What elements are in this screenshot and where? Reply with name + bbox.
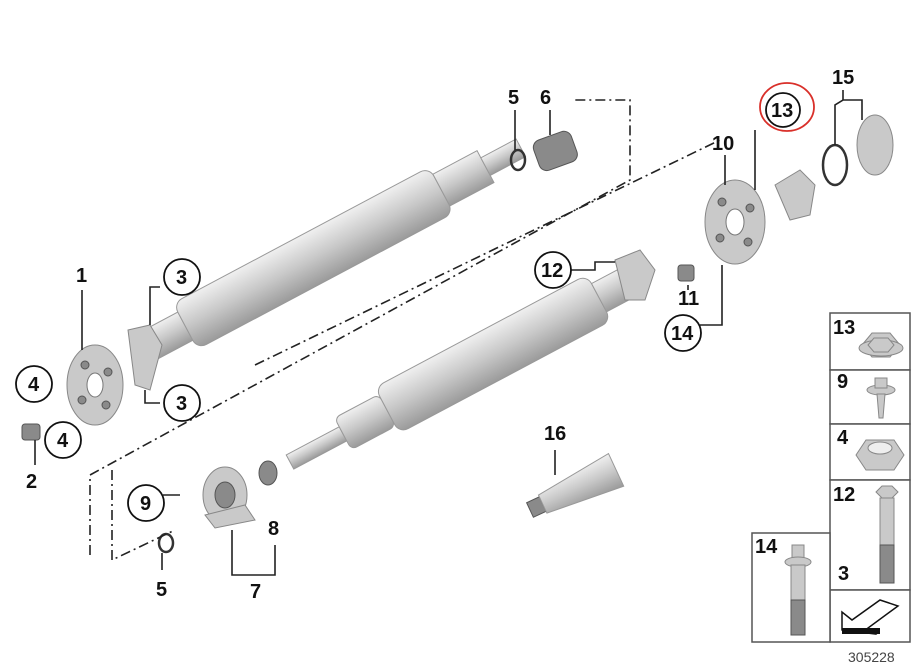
- flex-disc-rear: [704, 179, 766, 265]
- rear-drive-shaft: [285, 264, 643, 470]
- label-5b: 5: [156, 579, 167, 601]
- centering-sleeve: [21, 423, 41, 441]
- assembly-line-rear: [254, 139, 721, 366]
- output-flange: [856, 114, 894, 176]
- leader-3b: [144, 390, 160, 404]
- legend-label-3: 3: [838, 563, 849, 585]
- svg-text:9: 9: [140, 493, 151, 515]
- label-8: 8: [268, 518, 279, 540]
- assembly-line-bearing: [111, 470, 176, 562]
- label-1: 1: [76, 265, 87, 287]
- svg-text:3: 3: [176, 267, 187, 289]
- svg-text:13: 13: [771, 100, 793, 122]
- callout-3b: 3: [163, 384, 201, 422]
- callout-3a: 3: [163, 258, 201, 296]
- svg-text:14: 14: [671, 323, 694, 345]
- callout-13-highlighted: 13: [759, 82, 815, 132]
- leader-12: [570, 261, 615, 271]
- label-16: 16: [544, 423, 566, 445]
- front-flange: [127, 324, 163, 391]
- label-10: 10: [712, 133, 734, 155]
- centering-sleeve-rear: [677, 264, 695, 282]
- front-drive-shaft: [141, 138, 527, 360]
- assembly-line-front: [89, 99, 631, 555]
- leader-7: [231, 530, 276, 576]
- leader-15: [834, 90, 863, 145]
- legend-label-13: 13: [833, 317, 855, 339]
- label-6: 6: [540, 87, 551, 109]
- svg-text:3: 3: [176, 393, 187, 415]
- legend-label-14: 14: [755, 536, 778, 558]
- label-7: 7: [250, 581, 261, 603]
- label-11: 11: [678, 288, 699, 310]
- label-5: 5: [508, 87, 519, 109]
- grooved-ball-bearing: [258, 460, 278, 486]
- callout-12: 12: [534, 251, 572, 289]
- callout-9: 9: [127, 484, 165, 522]
- svg-text:4: 4: [28, 374, 40, 396]
- o-ring: [509, 148, 527, 172]
- label-2: 2: [26, 471, 37, 493]
- svg-text:4: 4: [57, 430, 69, 452]
- arrow-icon: [841, 599, 900, 636]
- o-ring-rear: [821, 143, 849, 187]
- rear-shaft-flange: [614, 249, 656, 301]
- legend-label-4: 4: [837, 427, 849, 449]
- rear-flange: [774, 169, 816, 221]
- legend-label-12: 12: [833, 484, 855, 506]
- leader-3a: [149, 286, 160, 325]
- leader-14: [700, 265, 723, 326]
- flex-disc-front: [66, 344, 124, 426]
- svg-text:12: 12: [541, 260, 563, 282]
- center-bearing: [202, 466, 256, 529]
- label-15: 15: [832, 67, 854, 89]
- diagram-number: 305228: [848, 649, 895, 665]
- legend-label-9: 9: [837, 371, 848, 393]
- callout-4a: 4: [15, 365, 53, 403]
- rubber-boot: [532, 130, 578, 172]
- grease-tube: [525, 452, 625, 518]
- fastener-legend: 13 9 4 12 3 14: [751, 312, 911, 643]
- callout-14: 14: [664, 314, 702, 352]
- callout-4b: 4: [44, 421, 82, 459]
